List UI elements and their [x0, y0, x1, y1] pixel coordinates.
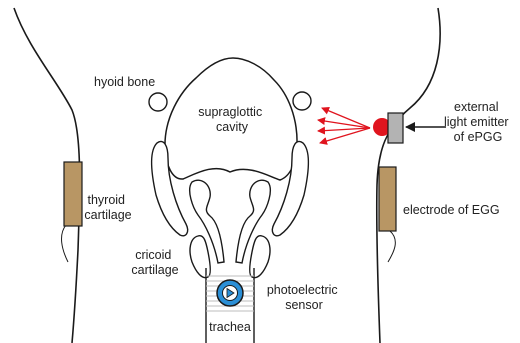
label-photoelectric-sensor: photoelectric sensor [267, 283, 341, 312]
epiglottis [165, 58, 297, 180]
egg-wire-right [388, 231, 395, 262]
emitter-body [388, 113, 403, 143]
egg-electrode-right [379, 167, 396, 231]
hyoid-bone-left [149, 93, 167, 111]
label-external-light-emitter: external light emitter of ePGG [444, 100, 512, 144]
cricoid-cartilage-right [250, 236, 270, 278]
label-egg-electrode: electrode of EGG [403, 203, 500, 217]
light-arrow-1 [322, 108, 370, 128]
photoelectric-sensor-icon [217, 280, 243, 306]
egg-wire-left [62, 225, 68, 262]
light-beam-arrows [318, 108, 370, 143]
label-thyroid-cartilage: thyroid cartilage [84, 193, 131, 222]
label-hyoid-bone: hyoid bone [94, 75, 155, 89]
label-cricoid-cartilage: cricoid cartilage [131, 248, 178, 277]
light-arrow-2 [318, 120, 370, 128]
cricoid-cartilage-left [190, 236, 210, 278]
hyoid-bone-right [293, 92, 311, 110]
label-trachea: trachea [209, 320, 251, 334]
egg-electrode-left [64, 162, 82, 226]
